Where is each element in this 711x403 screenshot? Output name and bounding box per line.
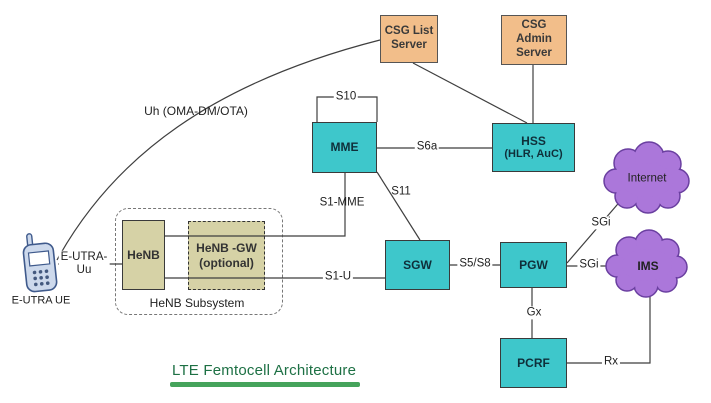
node-label: (HLR, AuC) xyxy=(504,148,563,161)
node-pgw: PGW xyxy=(500,242,567,288)
label-s1-u: S1-U xyxy=(322,270,354,284)
node-label: HeNB -GW xyxy=(196,241,257,256)
node-label: Server xyxy=(391,39,427,51)
label-henb-subsystem: HeNB Subsystem xyxy=(149,296,245,311)
link-s11 xyxy=(376,171,421,241)
node-csg-list-server: CSG List Server xyxy=(380,15,438,63)
label-internet: Internet xyxy=(627,172,667,185)
node-label: CSG List xyxy=(384,25,434,38)
label-rx: Rx xyxy=(601,355,621,369)
label-sgi-ims: SGi xyxy=(577,258,601,272)
node-label: Admin xyxy=(516,33,552,46)
label-uh: Uh (OMA-DM/OTA) xyxy=(144,104,248,119)
label-sgi-internet: SGi xyxy=(589,216,613,230)
node-henb: HeNB xyxy=(122,220,165,290)
label-ims: IMS xyxy=(637,259,659,274)
label-eutra-uu: E-UTRA- Uu xyxy=(58,250,110,278)
node-label: MME xyxy=(330,140,359,155)
node-label: (optional) xyxy=(199,255,254,270)
label-s10: S10 xyxy=(333,90,359,104)
node-mme: MME xyxy=(312,122,377,173)
label-eutra-uu-line2: Uu xyxy=(76,264,92,276)
node-label: CSG xyxy=(521,19,547,32)
label-gx: Gx xyxy=(524,306,544,320)
node-label: Server xyxy=(516,46,552,59)
node-hss: HSS (HLR, AuC) xyxy=(492,123,575,172)
label-eutra-ue: E-UTRA UE xyxy=(11,294,71,307)
node-label: SGW xyxy=(403,257,432,272)
label-s1-mme: S1-MME xyxy=(319,196,365,209)
node-label: HeNB xyxy=(127,247,160,262)
mobile-phone-icon xyxy=(22,233,58,293)
node-henb-gw: HeNB -GW (optional) xyxy=(188,221,265,290)
link-sgi-internet xyxy=(566,197,624,264)
node-label: HSS xyxy=(521,133,546,148)
node-csg-admin-server: CSG Admin Server xyxy=(501,15,567,65)
node-pcrf: PCRF xyxy=(500,338,567,388)
node-label: PGW xyxy=(519,257,548,272)
label-eutra-uu-line1: E-UTRA- xyxy=(60,250,108,263)
label-s5-s8: S5/S8 xyxy=(457,257,493,271)
node-sgw: SGW xyxy=(385,240,450,290)
node-label: PCRF xyxy=(517,355,550,370)
label-s6a: S6a xyxy=(414,140,440,154)
title-underline xyxy=(170,382,360,387)
diagram-title: LTE Femtocell Architecture xyxy=(172,362,357,379)
label-s11: S11 xyxy=(391,185,411,198)
link-csg-list-to-hss xyxy=(412,62,528,124)
link-rx xyxy=(567,297,651,364)
